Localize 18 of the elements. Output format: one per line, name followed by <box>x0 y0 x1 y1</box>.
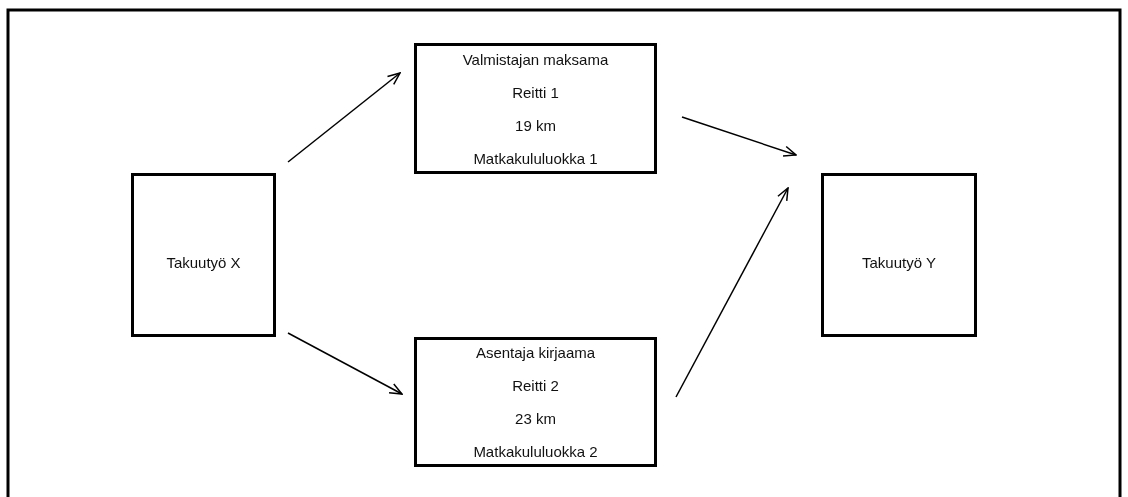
box-text: Matkakululuokka 2 <box>473 442 598 462</box>
box-text: Valmistajan maksama <box>462 49 609 70</box>
box-text: 23 km <box>515 409 556 429</box>
process-box <box>414 337 657 467</box>
process-box <box>821 173 977 337</box>
box-text: Matkakululuokka 1 <box>473 148 598 169</box>
box-text: Reitti 1 <box>512 82 559 103</box>
arrow <box>287 72 401 163</box>
process-box <box>131 173 276 337</box>
box-text: Asentaja kirjaama <box>475 343 596 363</box>
arrow <box>287 332 403 395</box>
process-box <box>414 43 657 174</box>
box-text: 19 km <box>515 115 556 136</box>
arrow <box>681 116 797 157</box>
box-text: Takuutyö X <box>166 253 241 273</box>
box-text: Reitti 2 <box>512 376 559 396</box>
arrow <box>675 187 789 398</box>
box-text: Takuutyö Y <box>862 253 936 273</box>
